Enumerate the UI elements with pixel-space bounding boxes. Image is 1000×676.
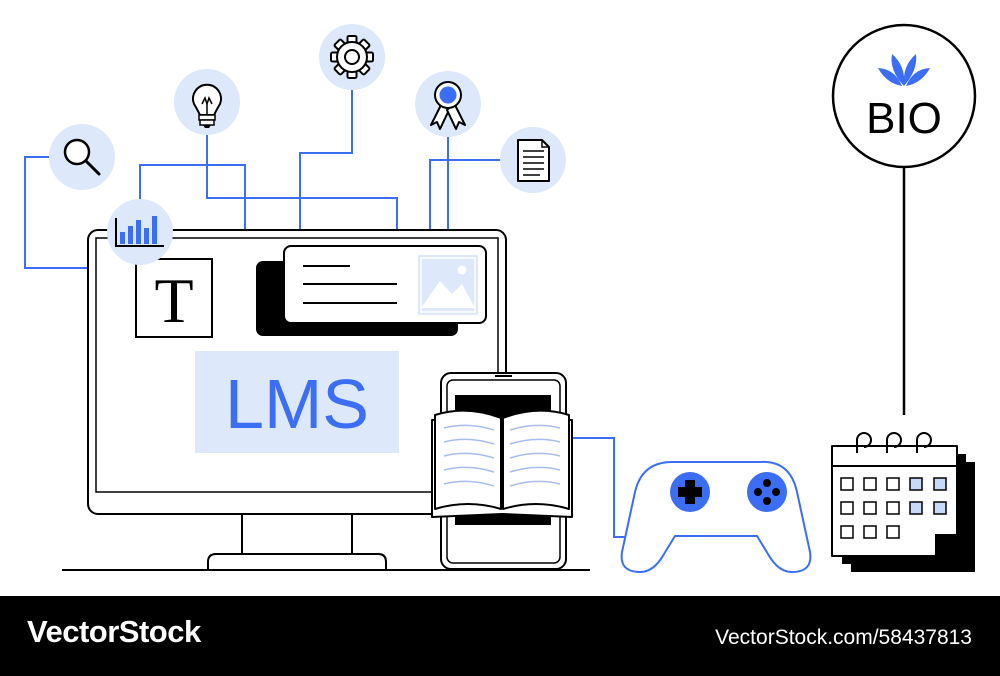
watermark-footer: VectorStock VectorStock.com/58437813	[0, 596, 1000, 676]
leaf-icon	[878, 54, 930, 86]
lms-banner: LMS	[195, 351, 399, 453]
award-ribbon-icon	[415, 71, 481, 137]
text-icon: T	[154, 265, 193, 336]
gear-icon	[319, 24, 385, 90]
document-icon	[500, 127, 566, 193]
bio-badge: BIO	[831, 23, 977, 415]
stock-url: VectorStock.com/58437813	[715, 626, 972, 649]
open-book-icon	[431, 409, 573, 518]
magnifier-icon	[49, 124, 115, 190]
brand-name: VectorStock	[27, 614, 201, 649]
image-placeholder-icon	[418, 255, 478, 315]
calendar-icon	[831, 432, 975, 572]
text-tool-box: T	[135, 258, 213, 338]
lms-label: LMS	[225, 365, 369, 443]
connector-lines	[24, 90, 648, 538]
game-controller-icon	[620, 460, 812, 573]
bar-chart-icon	[107, 199, 173, 265]
content-card	[256, 245, 487, 336]
lms-illustration: LMS T	[24, 23, 977, 573]
bio-label: BIO	[866, 94, 942, 143]
lightbulb-icon	[174, 69, 240, 135]
